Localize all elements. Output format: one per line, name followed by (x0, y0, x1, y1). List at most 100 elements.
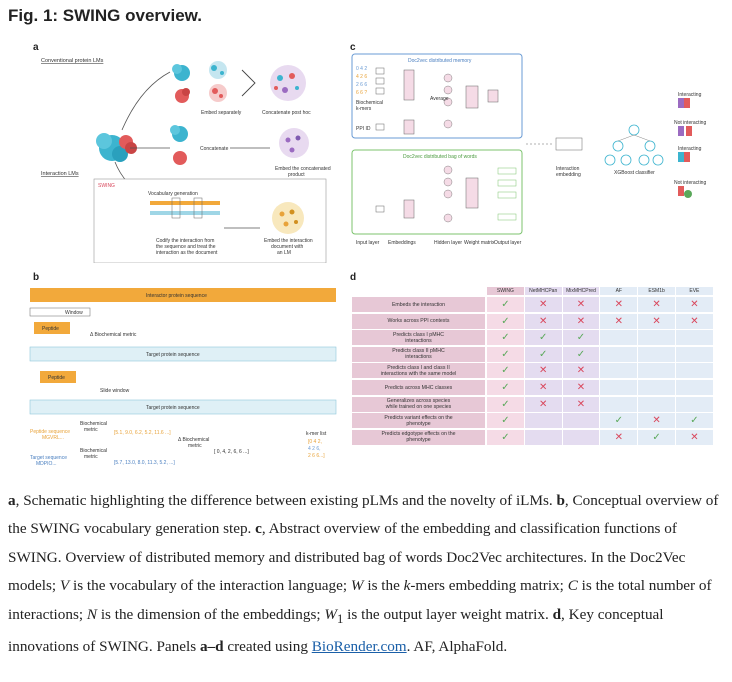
figure-title: Fig. 1: SWING overview. (8, 6, 202, 25)
target-seq-2: Target protein sequence (146, 405, 200, 411)
cross-icon: ✕ (524, 380, 562, 396)
target-seq-1: Target sequence (30, 455, 67, 461)
kmer-1: 4 2 6 (356, 74, 367, 80)
panel-c: Doc2vec distributed memory Doc2vec distr… (351, 53, 706, 246)
cap-w1-text: is the output layer weight matrix. (343, 605, 553, 623)
empty-cell (600, 330, 638, 346)
interaction-label: Interaction LMs (41, 171, 79, 177)
window-label: Window (65, 310, 83, 316)
check-icon: ✓ (562, 330, 600, 346)
peptide-label-2: Peptide (48, 375, 65, 381)
delta-metric: Δ Biochemical metric (90, 332, 137, 338)
empty-cell (676, 380, 713, 396)
outcome-icons (678, 98, 692, 198)
peptide-bar-2 (40, 371, 76, 383)
cross-icon: ✕ (562, 380, 600, 396)
embedding-box (555, 137, 583, 151)
empty-cell (676, 330, 713, 346)
cap-a-text: , Schematic highlighting the difference … (15, 492, 557, 509)
empty-cell (524, 429, 562, 445)
protein-complex-icon (96, 133, 137, 162)
embed-separately: Embed separately (201, 110, 242, 116)
check-icon: ✓ (487, 429, 524, 445)
outcome-interacting: Interacting (678, 92, 702, 98)
row-label-line: interactions with the same model (380, 370, 457, 377)
cap-c: c (255, 520, 262, 538)
cross-icon: ✕ (676, 429, 713, 445)
interaction-embedding-2: embedding (556, 172, 581, 178)
row-label-line: Predicts class I pMHC (392, 331, 445, 338)
cap-b: b (556, 492, 565, 509)
embed-doc-3: an LM (277, 250, 291, 256)
concatenate-post-hoc: Concatenate post hoc (262, 110, 311, 116)
check-icon: ✓ (600, 413, 638, 429)
interactor-seq: Interactor protein sequence (146, 293, 207, 299)
outcome-interacting-2: Interacting (678, 146, 702, 152)
xgboost-tree-icon (604, 124, 664, 166)
cap-n-text: is the dimension of the embeddings; (97, 605, 325, 623)
empty-cell (676, 396, 713, 412)
biochem-1a: Biochemical (80, 421, 107, 427)
hidden-layer: Hidden layer (434, 240, 462, 246)
row-label-line: while trained on one species (385, 404, 452, 411)
protein-red-icon (175, 88, 190, 103)
target-bar-2 (29, 399, 337, 415)
concatenate-label: Concatenate (200, 146, 229, 152)
cross-icon: ✕ (524, 297, 562, 313)
row-label-line: Predicts class I and class II (387, 364, 450, 371)
vocab-generation: Vocabulary generation (148, 191, 198, 197)
column-header-mixmhcpred: MixMHCPred (562, 287, 600, 295)
check-icon: ✓ (676, 413, 713, 429)
cross-icon: ✕ (638, 313, 675, 329)
cross-icon: ✕ (676, 313, 713, 329)
kmer-list-3: 2 6 6...] (308, 453, 325, 459)
kmer-list: 0 4 2 4 2 6 2 6 6 6 6 ? (356, 66, 367, 96)
target-seq-2b: MDPIO... (36, 461, 57, 467)
cross-icon: ✕ (524, 363, 562, 379)
outcome-not-interacting: Not interacting (674, 120, 706, 126)
row-label-line: phenotype (406, 437, 431, 444)
cap-c-text2: is the total number of interactions; (8, 577, 712, 623)
row-label-line: Predicts class II pMHC (392, 348, 445, 355)
check-icon: ✓ (487, 413, 524, 429)
delta-biochem-1: Δ Biochemical (178, 437, 209, 443)
cap-d: d (552, 605, 562, 623)
cap-w1: W (324, 605, 338, 623)
check-icon: ✓ (638, 429, 675, 445)
interactor-bar (30, 288, 336, 302)
weight-matrix: Weight matrix (464, 240, 495, 246)
target-seq: Target protein sequence (146, 352, 200, 358)
panel-b: Interactor protein sequence Window Pepti… (29, 288, 337, 467)
output-layer: Output layer (494, 240, 522, 246)
empty-cell (676, 363, 713, 379)
cap-w1-sub: 1 (337, 611, 344, 626)
row-label: Embeds the interaction (352, 297, 485, 313)
empty-cell (638, 363, 675, 379)
embed-concat-1: Embed the concatenated (275, 166, 331, 172)
cap-w: W (350, 577, 364, 595)
empty-cell (600, 346, 638, 362)
protein-red-icon-2 (173, 151, 187, 165)
empty-cell (562, 413, 600, 429)
cross-icon: ✕ (638, 413, 675, 429)
check-icon: ✓ (487, 297, 524, 313)
column-header-af: AF (600, 287, 638, 295)
cap-w-text: is the (363, 577, 404, 595)
biorender-link[interactable]: BioRender.com (311, 638, 407, 656)
empty-cell (600, 396, 638, 412)
concat-embedding-cloud (279, 128, 309, 158)
peptide-seq-2: MGVRL... (42, 435, 64, 441)
arrow-up (121, 71, 171, 131)
cap-c-text: , Abstract overview of the embedding and… (8, 520, 686, 595)
peptide-seq-1: Peptide sequence (30, 429, 70, 435)
row-label: Predicts across MHC classes (352, 380, 485, 396)
kmer-list-1: [0 4 2, (308, 439, 322, 445)
codify-3: interaction as the document (156, 250, 218, 256)
dm-title: Doc2vec distributed memory (408, 58, 472, 64)
biochem-2b: metric (84, 454, 98, 460)
cross-icon: ✕ (562, 396, 600, 412)
